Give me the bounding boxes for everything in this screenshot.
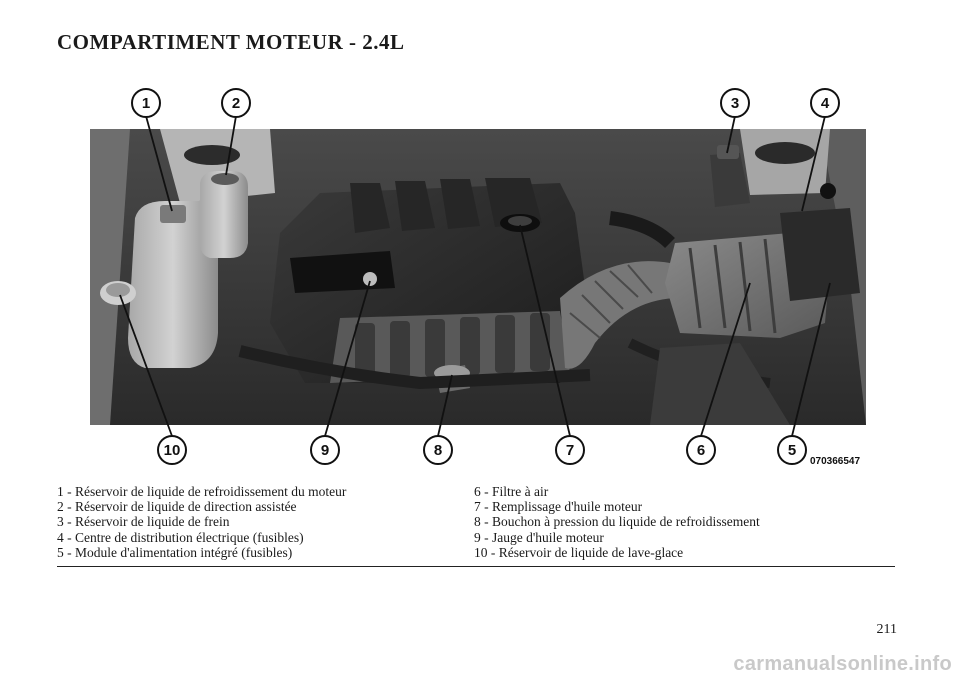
svg-text:8: 8 (434, 442, 442, 459)
legend-column-left: 1 - Réservoir de liquide de refroidissem… (57, 484, 346, 560)
svg-text:1: 1 (142, 95, 150, 112)
legend-item: 1 - Réservoir de liquide de refroidissem… (57, 484, 347, 499)
legend-item: 2 - Réservoir de liquide de direction as… (57, 499, 297, 515)
legend-item: 9 - Jauge d'huile moteur (474, 529, 604, 545)
legend-item: 5 - Module d'alimentation intégré (fusib… (57, 544, 293, 560)
callout-9: 9 (310, 435, 340, 465)
callout-5: 5 (777, 435, 807, 465)
callout-7: 7 (555, 435, 585, 465)
engine-photo (90, 129, 866, 425)
legend-item: 10 - Réservoir de liquide de lave-glace (474, 544, 684, 560)
legend-divider (57, 566, 895, 567)
legend-column-right: 6 - Filtre à air 7 - Remplissage d'huile… (474, 484, 760, 560)
legend-item: 3 - Réservoir de liquide de frein (57, 514, 230, 530)
legend-item: 7 - Remplissage d'huile moteur (474, 499, 643, 515)
watermark: carmanualsonline.info (733, 653, 952, 675)
callouts: 1 2 3 4 5 6 7 (131, 88, 840, 465)
svg-text:2: 2 (232, 95, 240, 112)
svg-text:9: 9 (321, 442, 329, 459)
page-number: 211 (876, 622, 897, 637)
svg-text:10: 10 (164, 442, 181, 459)
callout-6: 6 (686, 435, 716, 465)
engine-compartment-figure: 1 2 3 4 5 6 7 (90, 83, 870, 475)
callout-2: 2 (221, 88, 251, 118)
legend-item: 8 - Bouchon à pression du liquide de ref… (474, 514, 760, 530)
callout-10: 10 (157, 435, 187, 465)
callout-leaders (119, 115, 831, 437)
legend-item: 6 - Filtre à air (474, 484, 549, 499)
figure-code: 070366547 (810, 456, 860, 467)
callout-3: 3 (720, 88, 750, 118)
page-title: COMPARTIMENT MOTEUR - 2.4L (57, 30, 405, 54)
svg-text:6: 6 (697, 442, 705, 459)
legend-item: 4 - Centre de distribution électrique (f… (57, 529, 304, 545)
svg-text:7: 7 (566, 442, 574, 459)
svg-text:4: 4 (821, 95, 830, 112)
callout-8: 8 (423, 435, 453, 465)
svg-text:3: 3 (731, 95, 739, 112)
callout-1: 1 (131, 88, 161, 118)
svg-text:5: 5 (788, 442, 796, 459)
callout-4: 4 (810, 88, 840, 118)
